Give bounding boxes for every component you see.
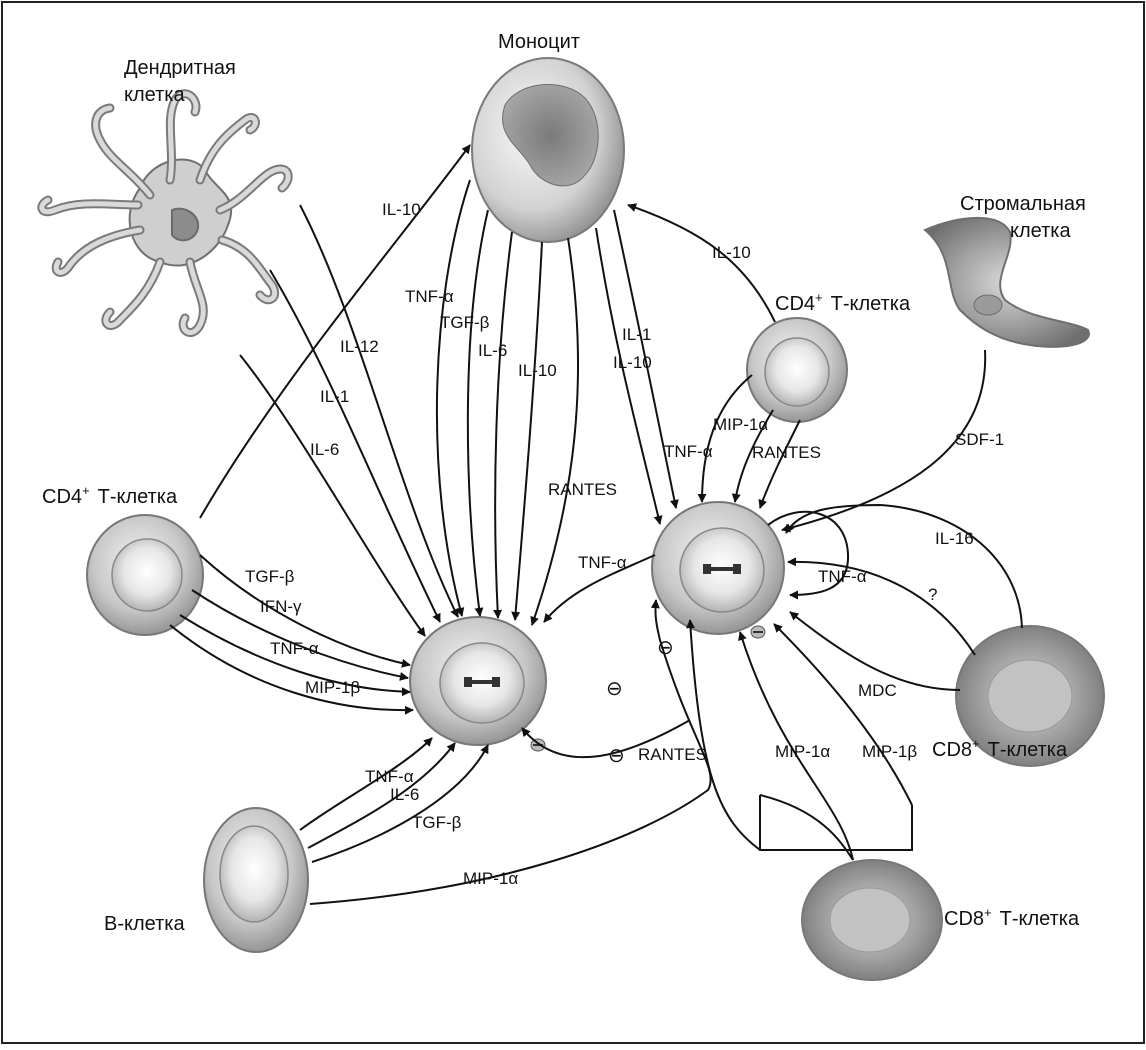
cd4-t-cell-left [87,515,203,635]
label-il10-m2: IL-10 [613,353,652,372]
minus-symbol-3: ⊖ [608,745,625,767]
arrow-tgfb-m [468,210,488,616]
minus-symbol-1: ⊖ [606,678,623,700]
arrow-il10-m [515,242,542,620]
target-cell-right [652,502,784,638]
label-il1-dc: IL-1 [320,387,349,406]
minus-symbol-2: ⊖ [657,637,674,659]
label-il12: IL-12 [340,337,379,356]
label-cd4-right: CD4+Т-клетка [775,290,911,315]
label-monocyte: Моноцит [498,31,580,53]
arrow-question [788,562,975,655]
label-mip1b-l: MIP-1β [305,678,360,697]
label-tnfa-self: TNF-α [818,567,867,586]
label-il1-m: IL-1 [622,325,651,344]
label-mip1a-bot: MIP-1α [775,742,830,761]
label-tgfb-m: TGF-β [440,313,490,332]
label-tnfa-m: TNF-α [405,287,454,306]
label-mdc: MDC [858,681,897,700]
label-il6-dc: IL-6 [310,440,339,459]
label-rantes-cd4: RANTES [752,443,821,462]
label-rantes-m: RANTES [548,480,617,499]
monocyte-cell [472,58,624,242]
arrow-il6-m [495,232,512,618]
label-cd4-left: CD4+Т-клетка [42,483,178,508]
arrow-il12 [300,205,458,617]
label-tnfa-mid: TNF-α [578,553,627,572]
label-tnfa-cd4: TNF-α [664,442,713,461]
arrow-il10-cd4-r [628,205,775,322]
label-mip1b-bot: MIP-1β [862,742,917,761]
label-il10-m: IL-10 [518,361,557,380]
arrow-il1-dc [270,270,440,622]
cd8-t-cell-bottom [802,860,942,980]
label-tgfb-l: TGF-β [245,567,295,586]
arrows [170,145,1022,904]
arrow-mip1b-l [170,625,413,710]
arrow-tnfa-m [437,180,470,616]
label-il16: IL-16 [935,529,974,548]
arrow-mdc [790,612,960,690]
dendritic-cell [42,94,288,333]
label-il10-cd4: IL-10 [712,243,751,262]
label-sdf1: SDF-1 [955,430,1004,449]
label-il10-dc: IL-10 [382,200,421,219]
label-mip1a-b: MIP-1α [463,869,518,888]
arrow-il6-b [308,743,455,848]
label-rantes-bot: RANTES [638,745,707,764]
label-question: ? [928,585,937,604]
label-tnfa-l: TNF-α [270,639,319,658]
label-cd8-bottom: CD8+Т-клетка [944,905,1080,930]
label-dendritic-cell: Дендритная [124,57,236,79]
label-tgfb-b: TGF-β [412,813,462,832]
label-dendritic-cell-2: клетка [124,84,185,106]
label-b-cell: В-клетка [104,913,185,935]
arrow-rantes-bot [690,620,760,850]
b-cell [204,808,308,952]
label-stromal-cell: Стромальная [960,193,1086,215]
label-stromal-cell-2: клетка [1010,220,1071,242]
cd8-bottom-bracket [760,795,912,860]
label-il6-m: IL-6 [478,341,507,360]
arrow-tnfa-cd4 [702,375,752,502]
cd4-t-cell-right [747,318,847,422]
label-cd8-right: CD8+Т-клетка [932,736,1068,761]
label-ifng-l: IFN-γ [260,597,302,616]
label-il6-b: IL-6 [390,785,419,804]
label-mip1a-cd4: MIP-1α [713,415,768,434]
label-tnfa-b: TNF-α [365,767,414,786]
